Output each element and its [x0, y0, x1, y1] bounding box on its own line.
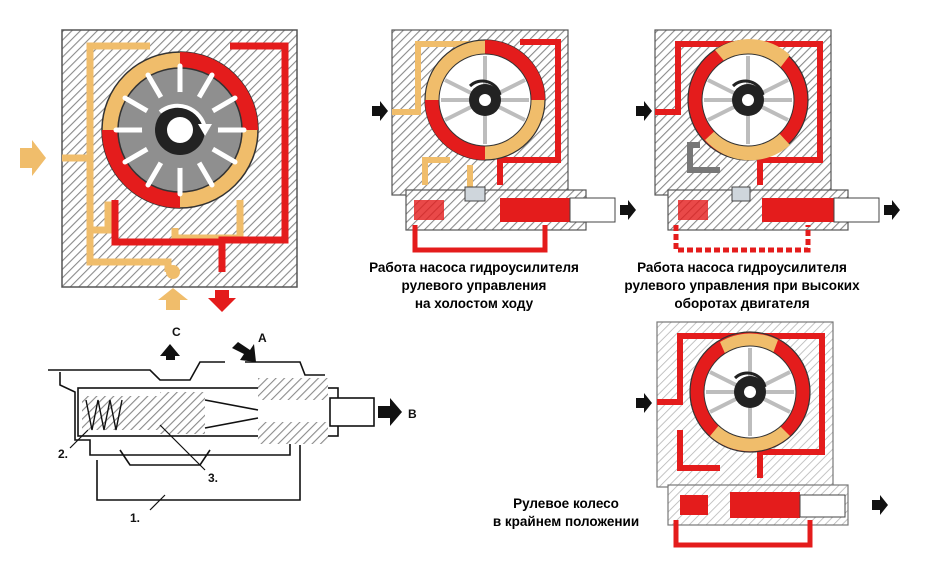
caption-high-rpm-line-1: Работа насоса гидроусилителя — [637, 260, 847, 275]
rotation-arrow-icon — [468, 79, 502, 96]
label-port-a: A — [258, 331, 267, 345]
label-port-c: C — [172, 325, 181, 339]
caption-high-rpm-line-3: оборотах двигателя — [674, 296, 809, 311]
main-pump-diagram — [20, 29, 298, 312]
caption-idle-line-3: на холостом ходу — [415, 296, 534, 311]
caption-idle-line-2: рулевого управления — [402, 278, 547, 293]
label-2: 2. — [58, 447, 68, 461]
caption-extreme-line-1: Рулевое колесо — [513, 496, 619, 511]
port-a-arrow-icon — [232, 342, 256, 362]
extreme-position-diagram — [636, 321, 888, 548]
caption-high-rpm: Работа насоса гидроусилителя рулевого уп… — [624, 260, 860, 311]
valve-schematic — [48, 342, 402, 511]
label-3: 3. — [208, 471, 218, 485]
label-1: 1. — [130, 511, 140, 525]
caption-idle-line-1: Работа насоса гидроусилителя — [369, 260, 579, 275]
rotation-arrow-icon — [731, 79, 765, 96]
inlet-arrow-icon — [20, 140, 46, 176]
rotation-arrow-icon — [158, 103, 207, 129]
caption-idle: Работа насоса гидроусилителя рулевого уп… — [369, 260, 579, 311]
rotation-arrow-icon — [733, 371, 767, 388]
outlet-arrow-icon — [208, 290, 236, 312]
high-rpm-diagram — [636, 29, 900, 253]
idle-diagram — [372, 29, 636, 253]
label-port-b: B — [408, 407, 417, 421]
caption-extreme-line-2: в крайнем положении — [493, 514, 639, 529]
caption-high-rpm-line-2: рулевого управления при высоких — [624, 278, 860, 293]
port-b-arrow-icon — [378, 398, 402, 426]
return-arrow-icon — [158, 288, 188, 310]
pressure-channel — [111, 42, 289, 272]
port-c-arrow-icon — [160, 344, 180, 360]
caption-extreme: Рулевое колесо в крайнем положении — [493, 496, 639, 529]
